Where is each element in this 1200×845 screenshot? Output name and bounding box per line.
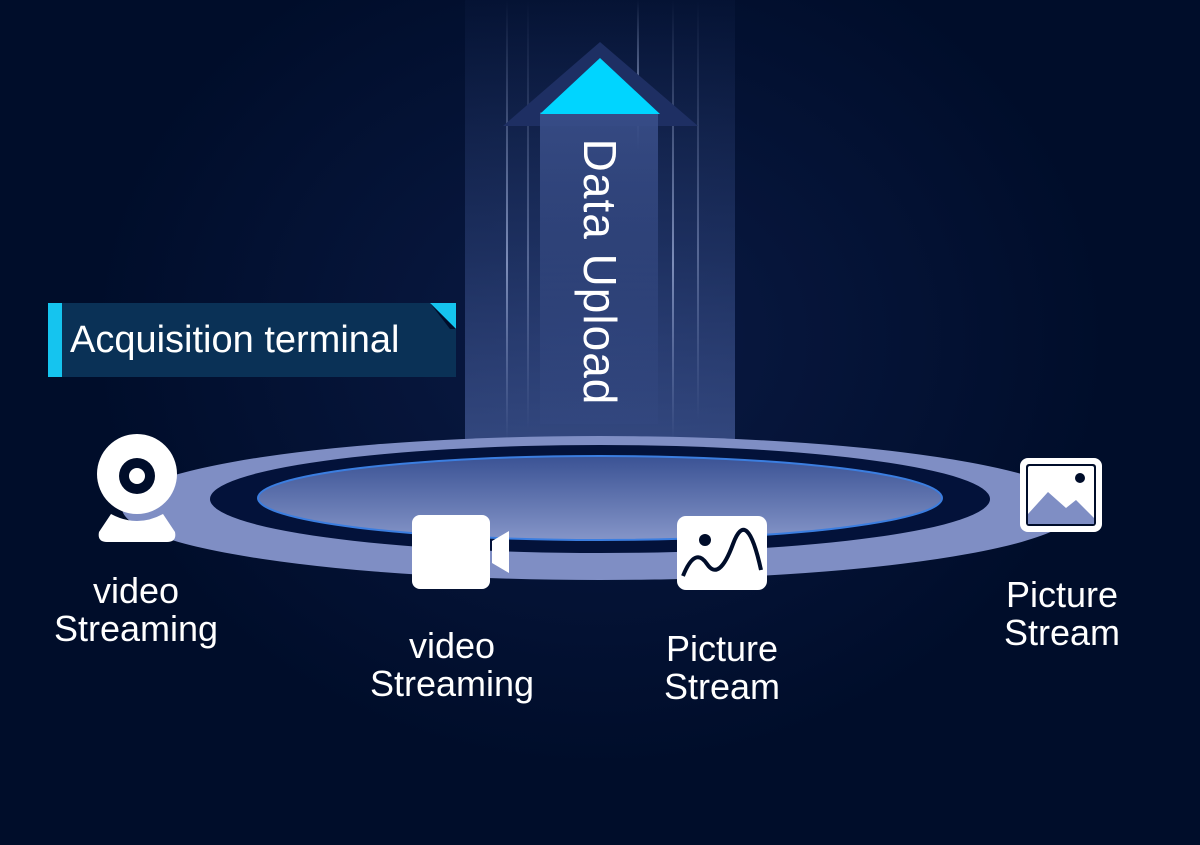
landscape-image-icon xyxy=(1020,458,1102,532)
corner-accent-icon xyxy=(430,303,456,329)
node-label: Picture Stream xyxy=(663,628,781,707)
beam-streak xyxy=(697,0,699,420)
beam-streak xyxy=(527,0,529,430)
acquisition-terminal-tag: Acquisition terminal xyxy=(48,303,456,377)
upload-arrow-icon xyxy=(503,42,698,424)
page-title: Acquisition terminal xyxy=(70,318,400,361)
node-label: Picture Stream xyxy=(1003,574,1121,653)
picture-icon xyxy=(677,516,767,590)
webcam-icon xyxy=(97,434,177,542)
node-label: video Streaming xyxy=(369,625,535,704)
beam-streak xyxy=(672,0,674,440)
node-label: video Streaming xyxy=(53,570,219,649)
beam-streak xyxy=(506,0,508,440)
video-camera-icon xyxy=(412,515,509,589)
